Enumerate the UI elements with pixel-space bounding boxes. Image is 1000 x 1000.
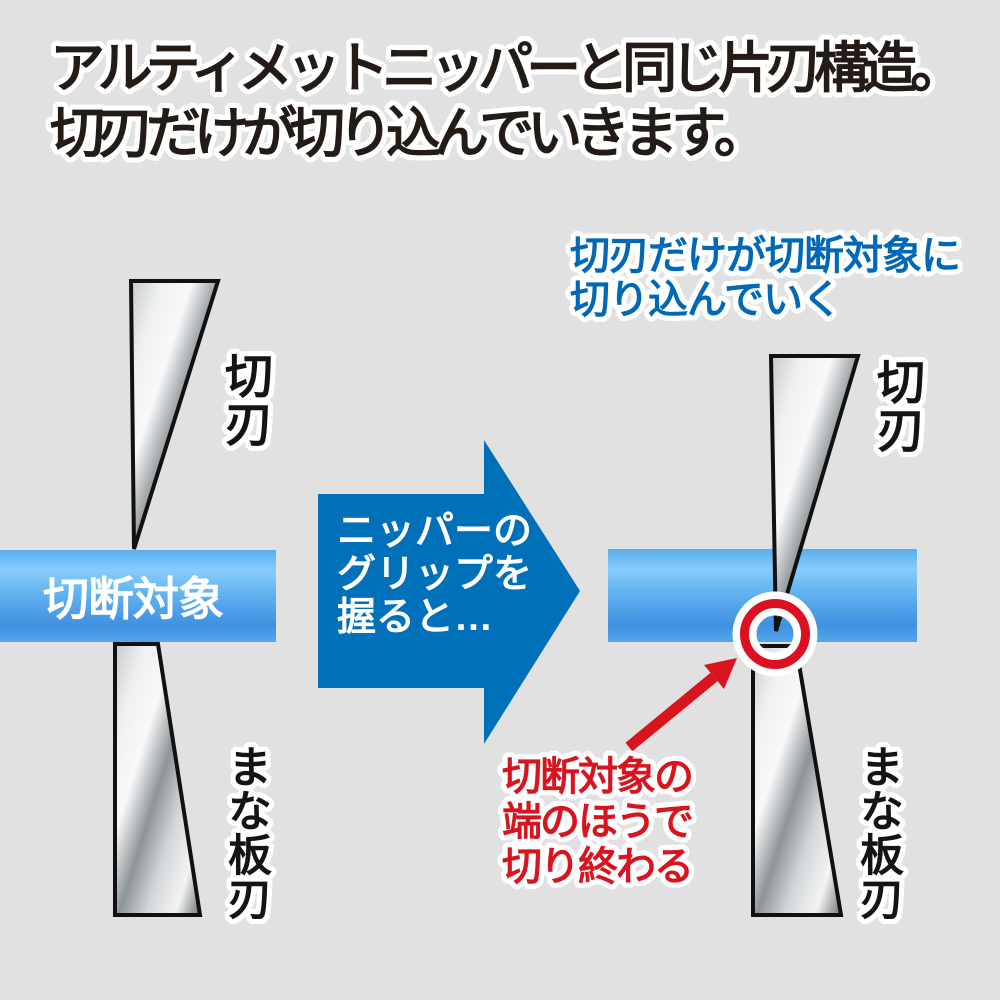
transition-arrow-line1: ニッパーの	[337, 510, 533, 553]
anvil-blade-label-left: まな板刃	[221, 744, 270, 920]
red-annotation-line3: 切り終わる	[502, 845, 694, 889]
cutting-blade-label-right: 切刃	[869, 357, 922, 453]
cutting-blade-left	[128, 279, 221, 550]
transition-arrow-line2: グリップを	[337, 553, 533, 596]
red-annotation-line2: 端のほうで	[502, 800, 694, 844]
cutting-blade-label-left: 切刃	[217, 351, 270, 447]
page-title: アルティメットニッパーと同じ片刃構造。 切刃だけが切り込んでいきます。	[50, 36, 965, 166]
blue-annotation-line1: 切刃だけが切断対象に	[570, 234, 961, 278]
page-title-line2: 切刃だけが切り込んでいきます。	[50, 102, 769, 164]
page-title-line1: アルティメットニッパーと同じ片刃構造。	[50, 37, 965, 99]
anvil-blade-right	[751, 644, 844, 917]
target-bar-left: 切断対象	[0, 550, 276, 642]
pointer-arrow-icon	[625, 658, 737, 752]
transition-arrow-icon	[318, 440, 580, 744]
highlight-circle-icon	[732, 591, 818, 677]
target-bar-label: 切断対象	[43, 573, 224, 625]
anvil-blade-label-right: まな板刃	[853, 744, 902, 920]
blue-annotation: 切刃だけが切断対象に 切り込んでいく	[570, 234, 961, 322]
transition-arrow-line3: 握ると…	[337, 596, 494, 639]
red-annotation: 切断対象の 端のほうで 切り終わる	[502, 755, 694, 890]
blue-annotation-line2: 切り込んでいく	[570, 278, 842, 322]
cutting-blade-right	[768, 354, 861, 632]
transition-arrow-text: ニッパーの グリップを 握ると…	[337, 510, 532, 639]
anvil-blade-left	[113, 642, 203, 917]
red-annotation-line1: 切断対象の	[502, 755, 694, 799]
